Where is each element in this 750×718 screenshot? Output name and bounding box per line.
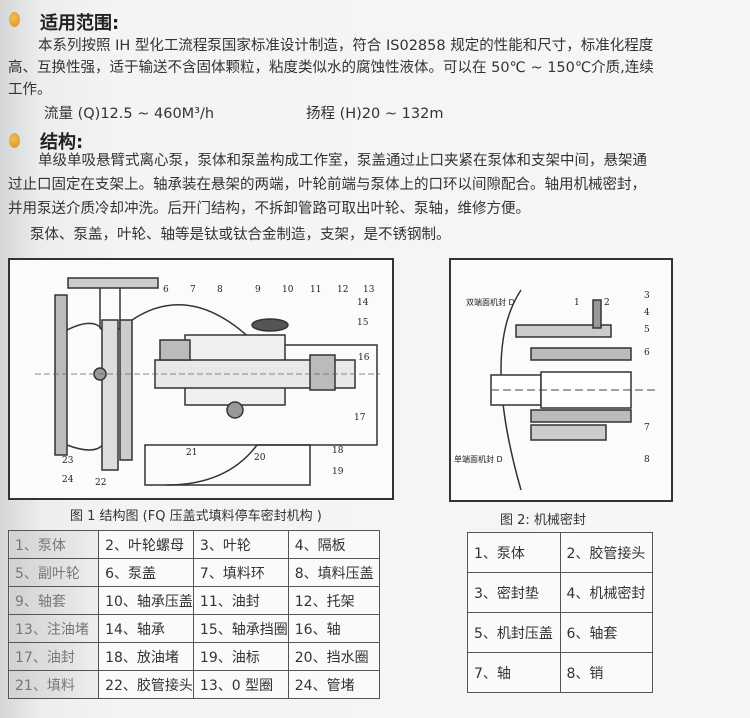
part-cell: 20、挡水圈: [287, 642, 381, 671]
callout: 8: [217, 285, 223, 295]
single-face-seal-label: 单端面机封 D: [454, 454, 503, 464]
callout: 11: [310, 285, 321, 295]
part-cell: 9、轴套: [7, 586, 100, 615]
callout: 6: [644, 348, 650, 358]
head-range: 扬程 (H)20 ~ 132m: [306, 106, 444, 122]
scope-line-2: 高、互换性强，适于输送不含固体颗粒，粘度类似水的腐蚀性液体。可以在 50℃ ~ …: [8, 60, 654, 76]
part-cell: 24、管堵: [287, 670, 381, 699]
callout: 10: [282, 285, 294, 295]
part-cell: 17、油封: [7, 642, 100, 671]
flow-rate: 流量 (Q)12.5 ~ 460M³/h: [44, 106, 215, 122]
callout: 5: [644, 325, 650, 335]
callout: 8: [644, 455, 650, 465]
part-cell: 10、轴承压盖: [98, 586, 194, 615]
scope-line-1: 本系列按照 IH 型化工流程泵国家标准设计制造，符合 IS02858 规定的性能…: [38, 38, 654, 54]
callout: 20: [254, 453, 266, 463]
part-cell: 3、密封垫: [467, 572, 561, 613]
part-cell: 7、轴: [467, 652, 561, 693]
callout: 12: [337, 285, 348, 295]
part-cell: 7、填料环: [192, 558, 289, 587]
structure-line-1: 单级单吸悬臂式离心泵，泵体和泵盖构成工作室，泵盖通过止口夹紧在泵体和支架中间，悬…: [38, 153, 647, 169]
part-cell: 8、填料压盖: [287, 558, 381, 587]
callout: 13: [363, 285, 375, 295]
part-cell: 2、叶轮螺母: [98, 530, 194, 559]
part-cell: 2、胶管接头: [559, 532, 653, 573]
structure-line-4: 泵体、泵盖，叶轮、轴等是钛或钛合金制造，支架，是不锈钢制。: [30, 227, 451, 243]
part-cell: 15、轴承挡圈: [192, 614, 289, 643]
bullet-icon: [9, 12, 20, 27]
structure-line-3: 并用泵送介质冷却冲洗。后开门结构，不拆卸管路可取出叶轮、泵轴，维修方便。: [8, 201, 530, 217]
section-heading-scope: 适用范围:: [40, 13, 120, 34]
part-cell: 14、轴承: [98, 614, 194, 643]
mechanical-seal-diagram: 双端面机封 D 单端面机封 D 1 2 3 4 5 6 7 8: [449, 258, 673, 502]
part-cell: 6、泵盖: [98, 558, 194, 587]
callout: 2: [604, 298, 610, 308]
section-heading-structure: 结构:: [40, 132, 84, 153]
callout: 17: [354, 413, 366, 423]
part-cell: 6、轴套: [559, 612, 653, 653]
part-cell: 11、油封: [192, 586, 289, 615]
callout: 14: [357, 298, 369, 308]
figure1-callouts: 6 7 8 9 10 11 12 13 14 15 16 17 18 19 20…: [62, 285, 375, 488]
part-cell: 16、轴: [287, 614, 381, 643]
callout: 3: [644, 291, 650, 301]
part-cell: 5、副叶轮: [7, 558, 100, 587]
callout: 18: [332, 446, 344, 456]
figure2-caption: 图 2: 机械密封: [500, 513, 586, 528]
scope-line-3: 工作。: [8, 82, 52, 98]
part-cell: 19、油标: [192, 642, 289, 671]
part-cell: 13、0 型圈: [192, 670, 289, 699]
part-cell: 4、隔板: [287, 530, 381, 559]
part-cell: 3、叶轮: [192, 530, 289, 559]
double-face-seal-label: 双端面机封 D: [466, 297, 515, 307]
bullet-icon: [9, 133, 20, 148]
callout: 15: [357, 318, 369, 328]
callout: 9: [255, 285, 261, 295]
callout: 22: [95, 478, 106, 488]
part-cell: 18、放油堵: [98, 642, 194, 671]
callout: 7: [190, 285, 196, 295]
part-cell: 1、泵体: [7, 530, 100, 559]
callout: 7: [644, 423, 650, 433]
part-cell: 22、胶管接头: [98, 670, 194, 699]
part-cell: 12、托架: [287, 586, 381, 615]
callout: 16: [358, 353, 370, 363]
part-cell: 13、注油堵: [7, 614, 100, 643]
callout: 23: [62, 456, 74, 466]
structure-line-2: 过止口固定在支架上。轴承装在悬架的两端，叶轮前端与泵体上的口环以间隙配合。轴用机…: [8, 177, 646, 193]
part-cell: 8、销: [559, 652, 653, 693]
part-cell: 21、填料: [7, 670, 100, 699]
callout: 1: [574, 298, 580, 308]
part-cell: 4、机械密封: [559, 572, 653, 613]
figure1-caption: 图 1 结构图 (FQ 压盖式填料停车密封机构 ): [70, 509, 322, 524]
callout: 24: [62, 475, 74, 485]
part-cell: 5、机封压盖: [467, 612, 561, 653]
callout: 6: [163, 285, 169, 295]
part-cell: 1、泵体: [467, 532, 561, 573]
callout: 4: [644, 308, 650, 318]
callout: 21: [186, 448, 197, 458]
pump-structure-diagram: 6 7 8 9 10 11 12 13 14 15 16 17 18 19 20…: [8, 258, 394, 500]
callout: 19: [332, 467, 344, 477]
